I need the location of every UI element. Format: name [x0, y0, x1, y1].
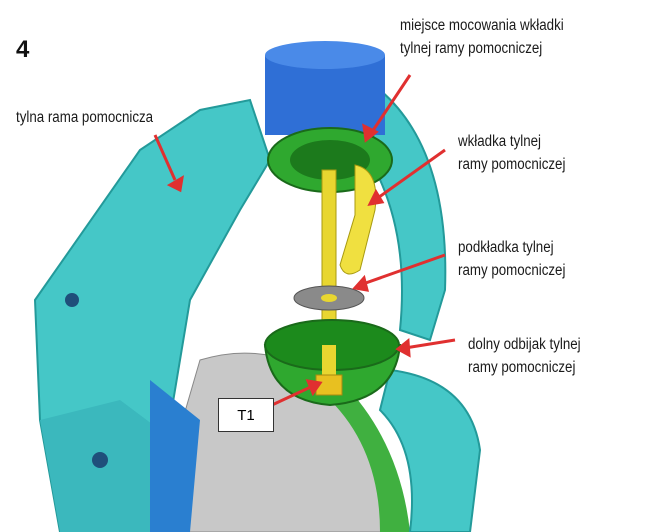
bolt-lower [322, 345, 336, 375]
label-mount-point: miejsce mocowania wkładki tylnej ramy po… [400, 14, 564, 60]
label-line: ramy pomocniczej [468, 359, 576, 376]
label-line: wkładka tylnej [458, 133, 541, 150]
figure-number: 4 [16, 36, 30, 63]
frame-hole [92, 452, 108, 468]
label-line: dolny odbijak tylnej [468, 336, 581, 353]
label-line: ramy pomocniczej [458, 262, 566, 279]
label-line: ramy pomocniczej [458, 156, 566, 173]
green-edge-shape [330, 380, 410, 532]
subframe-insert [339, 164, 377, 275]
label-line: podkładka tylnej [458, 239, 554, 256]
torque-reference-box: T1 [218, 398, 274, 432]
label-line: miejsce mocowania wkładki [400, 17, 564, 34]
callout-arrows [153, 74, 456, 407]
insert-mount-ring-inner [290, 140, 370, 180]
bushing-top [265, 41, 385, 69]
label-rear-subframe: tylna rama pomocnicza [16, 109, 154, 126]
label-line: tylnej ramy pomocniczej [400, 40, 543, 57]
blue-inner-shape [150, 380, 200, 532]
label-insert: wkładka tylnej ramy pomocniczej [458, 130, 565, 176]
label-lower-bumper: dolny odbijak tylnej ramy pomocniczej [468, 333, 581, 379]
frame-hole [65, 293, 79, 307]
washer-hole [321, 294, 337, 302]
rear-subframe-bracket [378, 368, 482, 532]
label-washer: podkładka tylnej ramy pomocniczej [458, 236, 565, 282]
